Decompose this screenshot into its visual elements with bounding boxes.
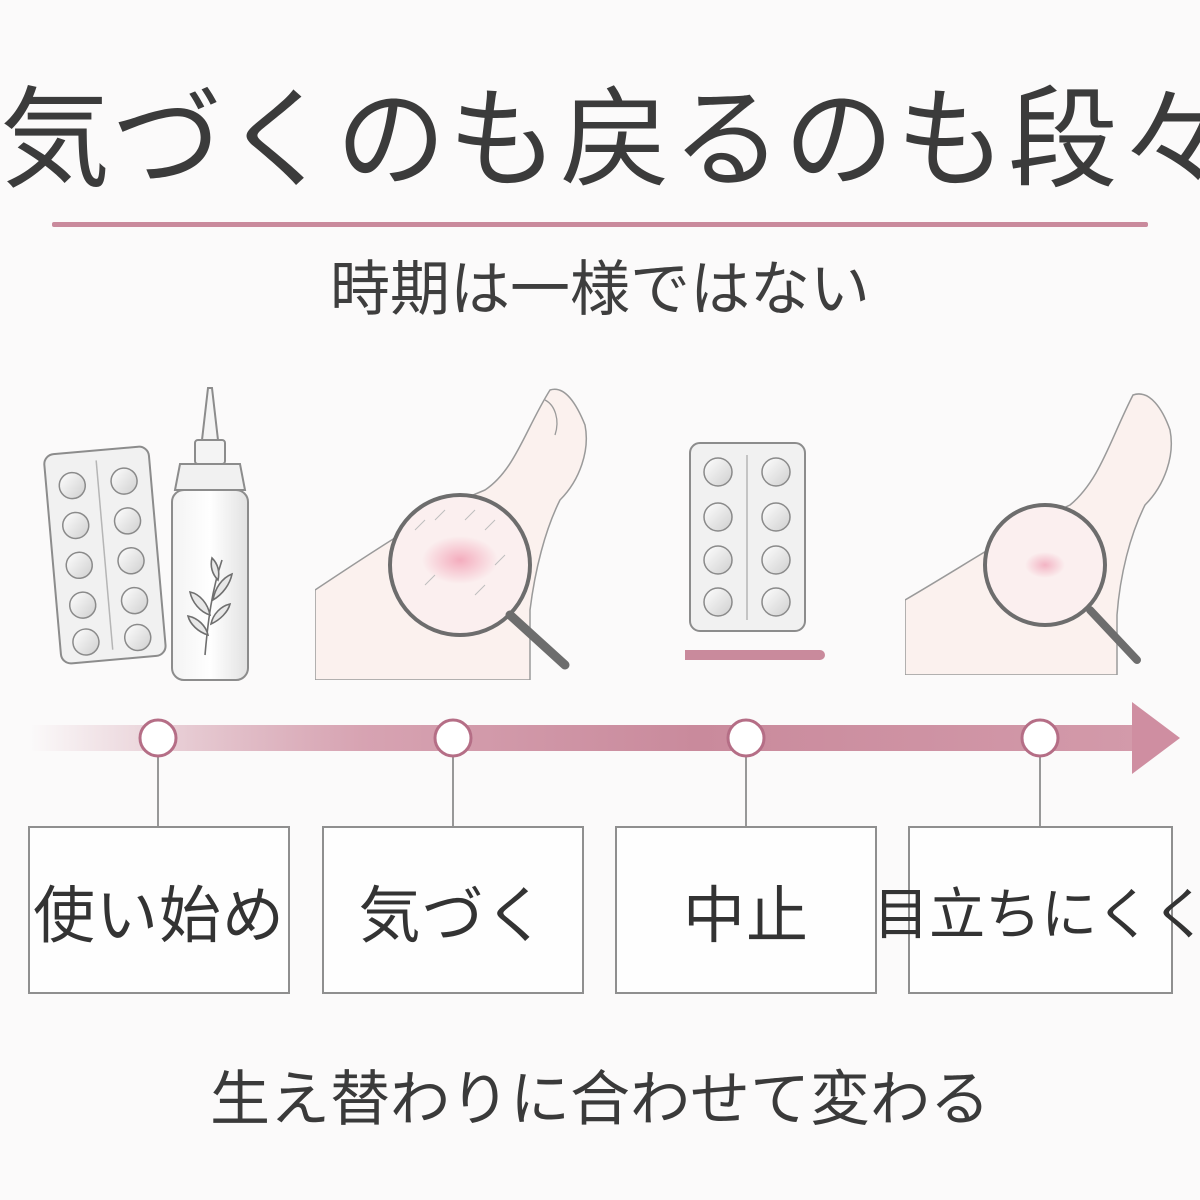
stage-box-stop: 中止 <box>615 826 877 994</box>
timeline-marker <box>433 718 473 758</box>
page-subtitle: 時期は一様ではない <box>330 255 870 325</box>
stage-label: 中止 <box>682 879 809 952</box>
timeline-marker <box>138 718 178 758</box>
stage-label: 目立ちにくく <box>873 882 1200 948</box>
stage-label: 使い始め <box>32 879 285 952</box>
timeline-marker <box>726 718 766 758</box>
page-title: 気づくのも戻るのも段々 <box>0 76 1200 204</box>
title-underline <box>52 222 1148 227</box>
stage-label: 気づく <box>358 879 548 952</box>
stage-box-fade: 目立ちにくく <box>873 826 1200 994</box>
timeline-arrow <box>30 702 1180 826</box>
wrist-magnifier-redness-icon <box>314 370 590 684</box>
pill-blister-stopped-icon <box>670 440 835 674</box>
stage-box-start: 使い始め <box>28 826 290 994</box>
footer-caption: 生え替わりに合わせて変わる <box>210 1065 990 1135</box>
wrist-magnifier-faded-icon <box>904 375 1175 679</box>
pill-blister-and-bottle-icon <box>40 380 270 694</box>
timeline-marker <box>1020 718 1060 758</box>
stage-box-notice: 気づく <box>322 826 584 994</box>
